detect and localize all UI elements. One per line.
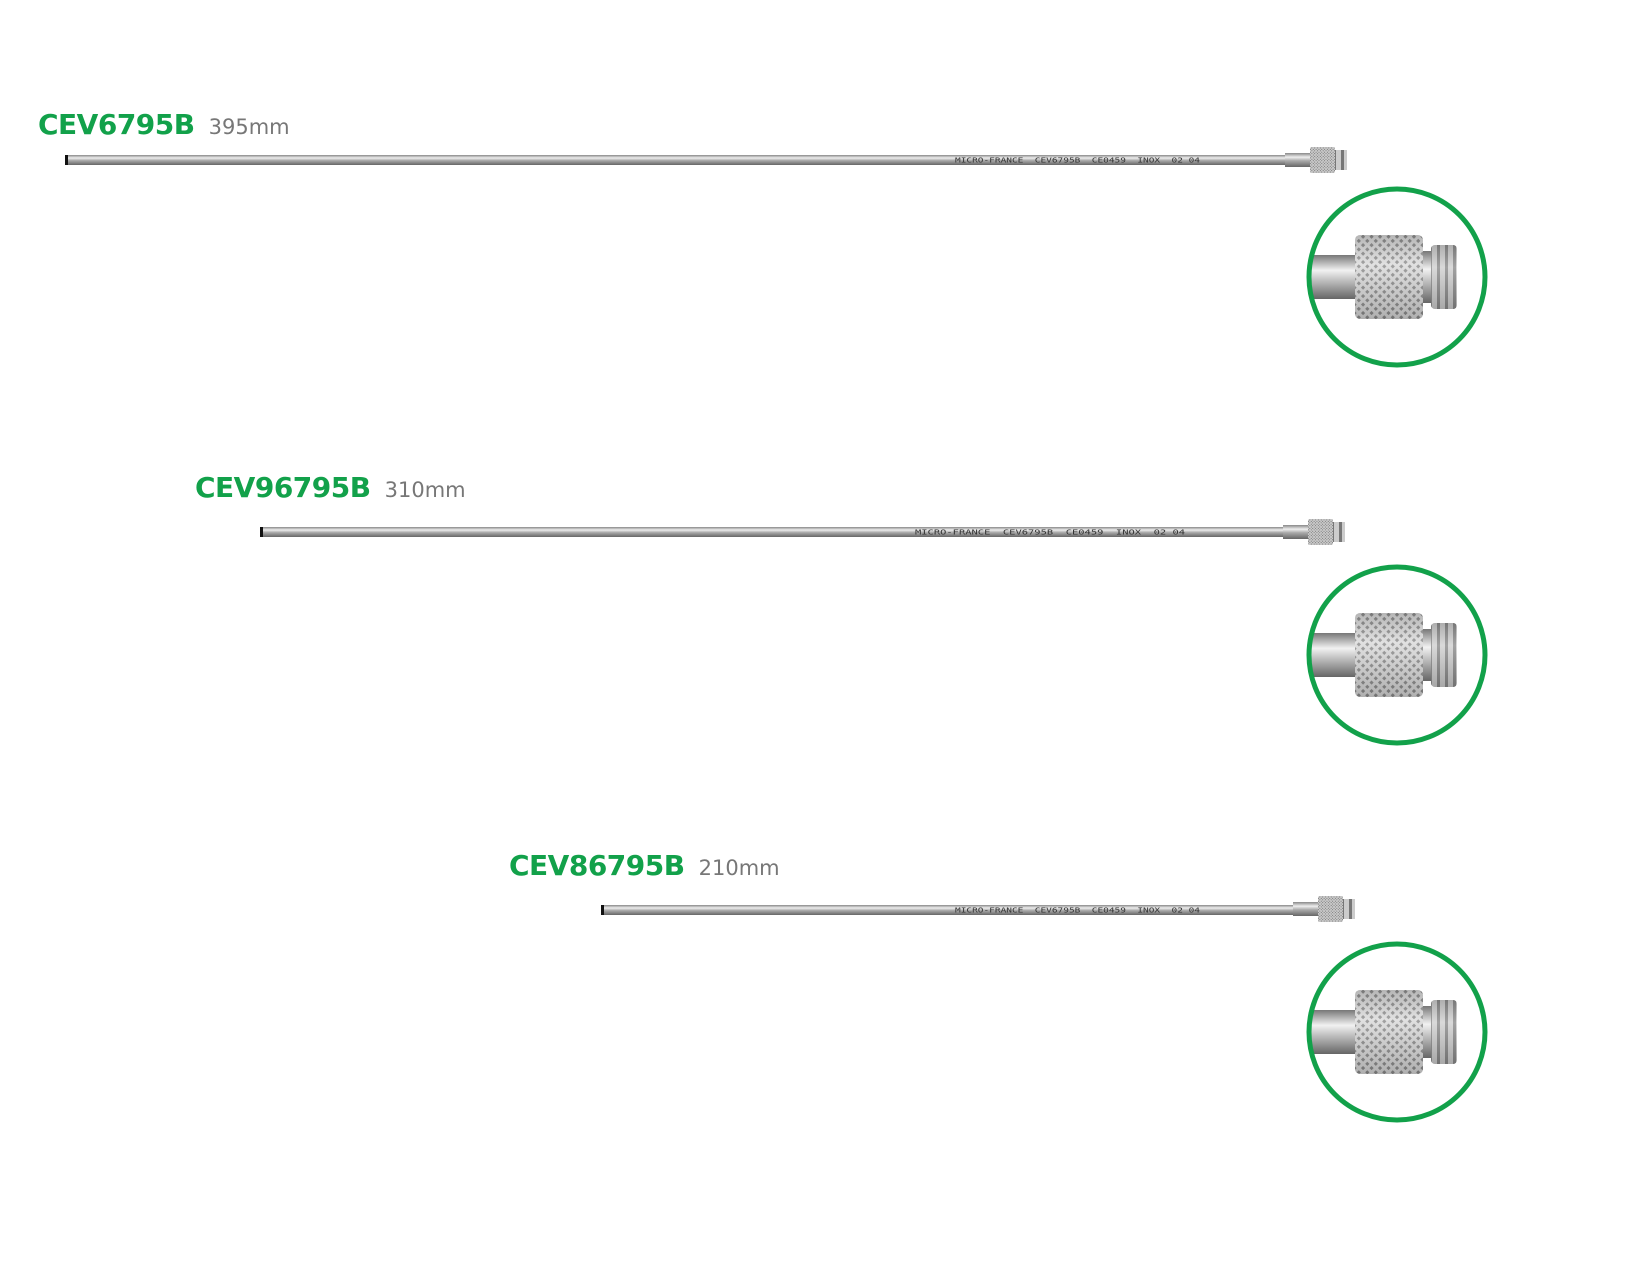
product-length: 395mm xyxy=(208,115,290,139)
product-code: CEV96795B xyxy=(195,471,371,504)
suction-tube-1: MICRO-FRANCE CEV6795B CE0459 INOX 02 04 xyxy=(65,147,1347,173)
engraving-text: MICRO-FRANCE CEV6795B CE0459 INOX 02 04 xyxy=(955,907,1200,915)
product-code: CEV86795B xyxy=(509,849,685,882)
suction-tube-2: MICRO-FRANCE CEV6795B CE0459 INOX 02 04 xyxy=(260,519,1345,545)
connector-detail-1 xyxy=(1306,186,1488,368)
suction-tube-3: MICRO-FRANCE CEV6795B CE0459 INOX 02 04 xyxy=(601,896,1355,922)
connector-detail-2 xyxy=(1306,564,1488,746)
product-length: 210mm xyxy=(698,856,780,880)
engraving-text: MICRO-FRANCE CEV6795B CE0459 INOX 02 04 xyxy=(955,157,1200,165)
connector-detail-3 xyxy=(1306,941,1488,1123)
engraving-text: MICRO-FRANCE CEV6795B CE0459 INOX 02 04 xyxy=(915,529,1185,537)
product-length: 310mm xyxy=(384,478,466,502)
product-label-2: CEV96795B 310mm xyxy=(195,471,466,504)
product-code: CEV6795B xyxy=(38,108,195,141)
product-label-1: CEV6795B 395mm xyxy=(38,108,290,141)
product-label-3: CEV86795B 210mm xyxy=(509,849,780,882)
